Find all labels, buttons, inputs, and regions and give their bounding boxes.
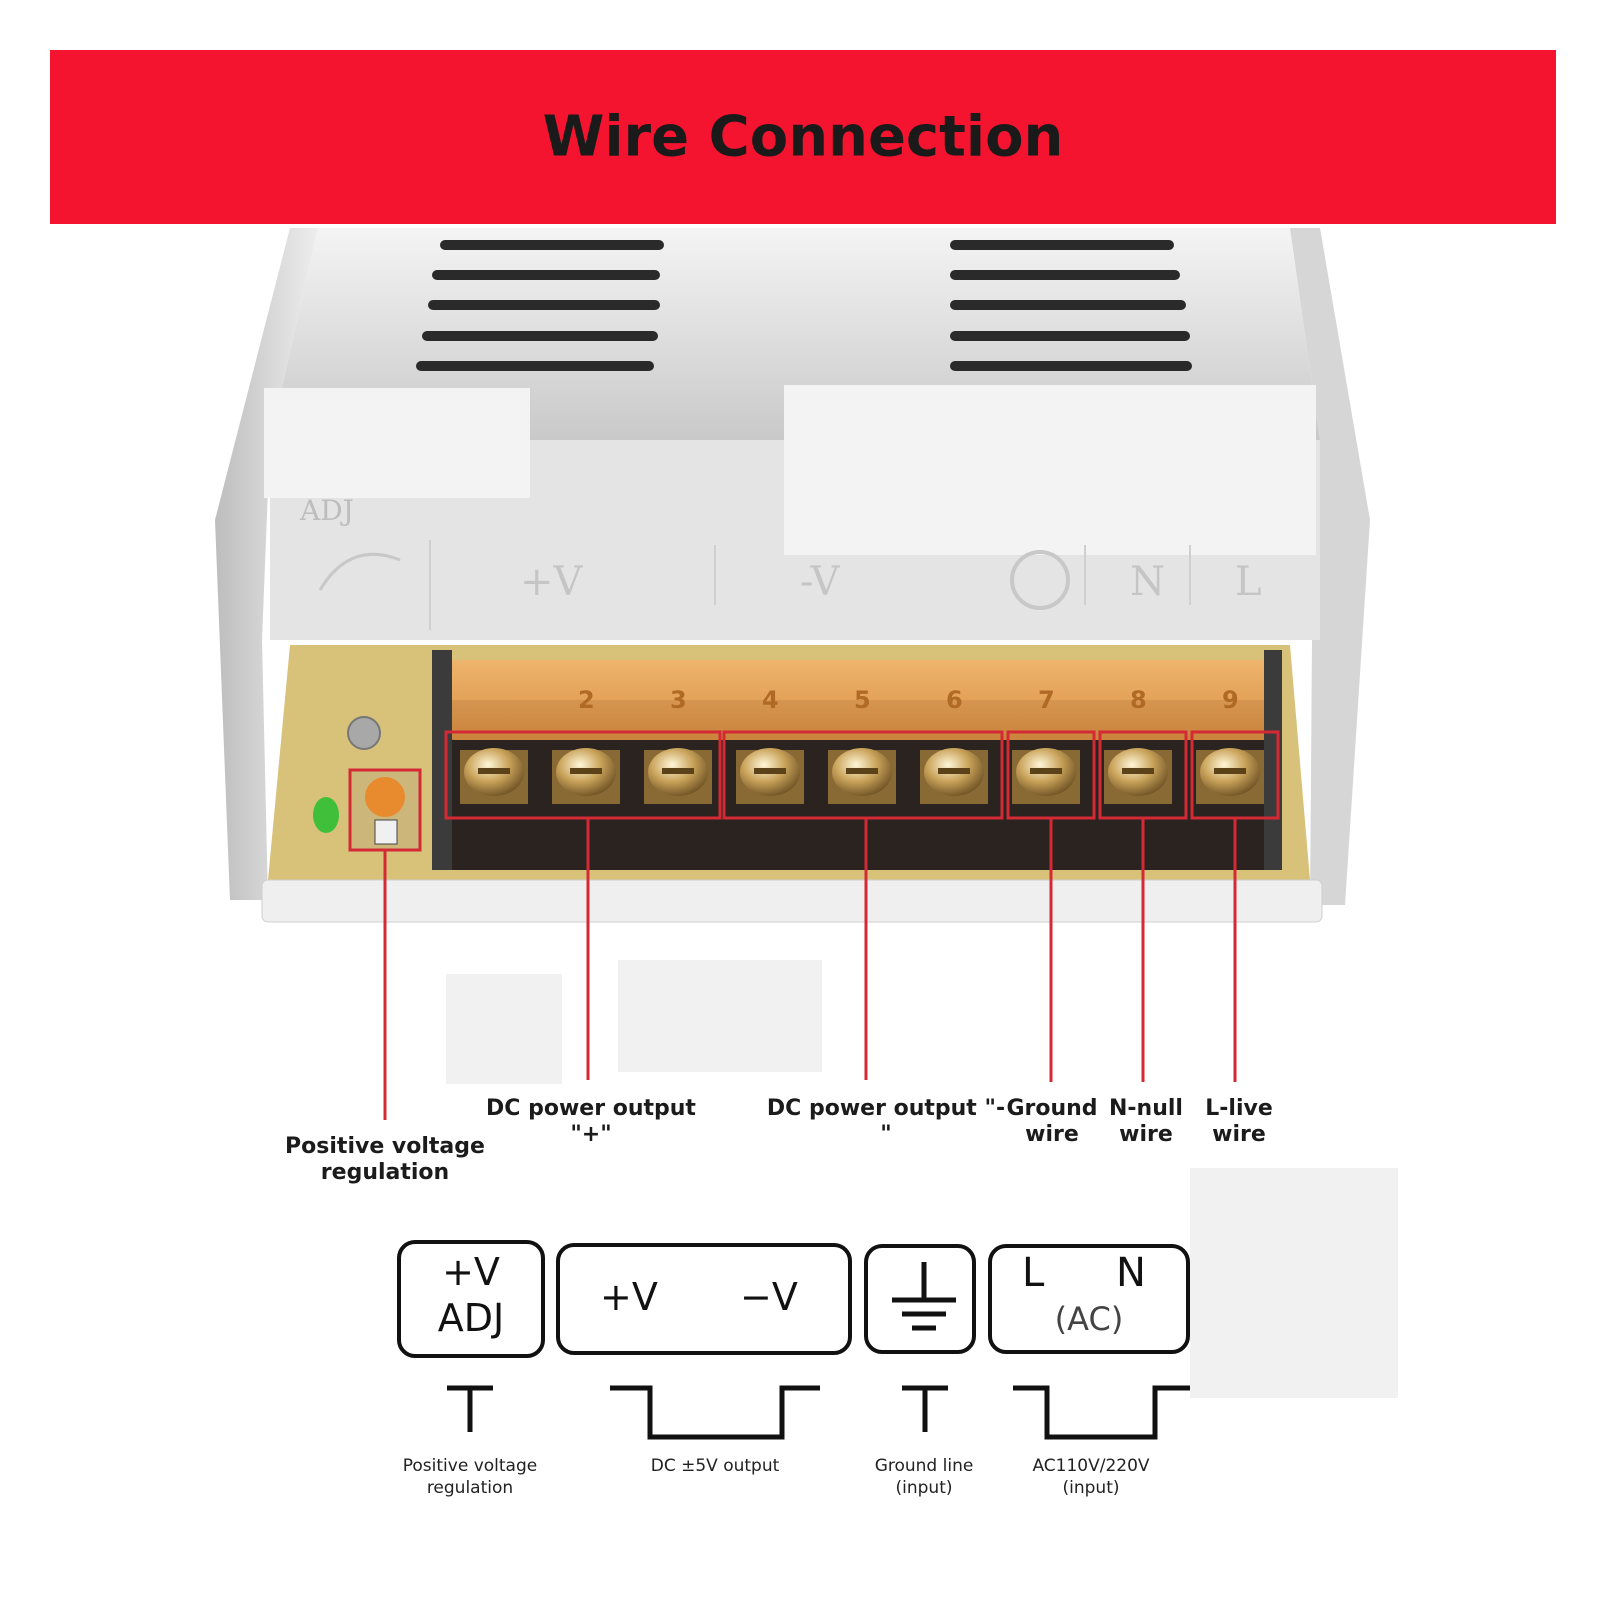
- callout-ground: Ground wire: [1006, 1096, 1098, 1147]
- symbol-adj-box: +V ADJ: [397, 1240, 545, 1358]
- symbol-adj-top: +V: [442, 1250, 500, 1294]
- symbol-dc-plus: +V: [600, 1275, 658, 1319]
- terminal-screw: [1196, 748, 1264, 804]
- blank-patch: [784, 385, 1316, 555]
- blank-patch: [618, 960, 822, 1072]
- panel-marking-n: N: [1130, 559, 1165, 605]
- terminal-number-9: 9: [1222, 686, 1239, 714]
- symbol-dc-box: +V −V: [556, 1243, 852, 1355]
- terminal-number-4: 4: [762, 686, 779, 714]
- highlight-dc-plus: [444, 730, 722, 820]
- terminal-screw: [460, 748, 528, 804]
- panel-marking-l: L: [1235, 559, 1262, 605]
- callout-positive-voltage: Positive voltage regulation: [285, 1134, 485, 1185]
- housing-bottom-rail: [261, 879, 1323, 923]
- panel-ground-mark: [1010, 550, 1070, 610]
- caption-dc: DC ±5V output: [650, 1456, 780, 1476]
- housing-left-wall: [215, 228, 318, 900]
- panel-marking-adj: ADJ: [299, 494, 354, 527]
- terminal-number-8: 8: [1130, 686, 1147, 714]
- vent-slots-left: [416, 240, 664, 371]
- callout-n-null: N-null wire: [1109, 1096, 1183, 1147]
- symbol-dc-minus: −V: [740, 1275, 798, 1319]
- terminal-number-2: 2: [578, 686, 595, 714]
- ground-symbol-icon: [892, 1262, 956, 1331]
- caption-ground: Ground line (input): [874, 1456, 974, 1498]
- blank-patch: [264, 388, 530, 498]
- symbol-ac-box: L N (AC): [988, 1244, 1190, 1354]
- vent-slots-right: [950, 240, 1192, 371]
- terminal-screw: [552, 748, 620, 804]
- blank-patch: [446, 974, 562, 1084]
- terminal-cover: [448, 660, 1278, 740]
- symbol-ac-l: L: [1022, 1250, 1045, 1296]
- callout-dc-minus: DC power output "-": [766, 1096, 1006, 1147]
- bracket-ac: [1013, 1385, 1190, 1440]
- terminal-number-5: 5: [854, 686, 871, 714]
- title-banner: Wire Connection: [50, 50, 1556, 224]
- panel-marking-plus-v: +V: [520, 559, 584, 605]
- blank-patch: [1190, 1168, 1398, 1398]
- pcb-screw: [347, 716, 381, 750]
- symbol-adj-bottom: ADJ: [437, 1296, 505, 1340]
- terminal-screw: [736, 748, 804, 804]
- terminal-screw: [920, 748, 988, 804]
- housing-right-wall: [1290, 228, 1370, 905]
- callout-l-live: L-live wire: [1205, 1096, 1273, 1147]
- caption-ac: AC110V/220V (input): [1032, 1456, 1150, 1498]
- symbol-ac-n: N: [1116, 1250, 1146, 1296]
- terminal-screw: [1104, 748, 1172, 804]
- highlight-dc-minus: [722, 730, 1004, 820]
- panel-marking-minus-v: -V: [800, 559, 841, 605]
- symbol-ac-sub: (AC): [1054, 1300, 1124, 1338]
- panel-adj-arc: [318, 552, 401, 591]
- terminal-number-7: 7: [1038, 686, 1055, 714]
- callout-dc-plus: DC power output "+": [486, 1096, 696, 1147]
- terminal-screw: [644, 748, 712, 804]
- terminal-screw: [1012, 748, 1080, 804]
- status-led: [313, 797, 339, 833]
- banner-title: Wire Connection: [542, 104, 1064, 170]
- terminal-number-6: 6: [946, 686, 963, 714]
- symbol-ground-box: [864, 1244, 976, 1354]
- terminal-screw: [828, 748, 896, 804]
- bracket-dc: [610, 1385, 820, 1440]
- caption-adj: Positive voltage regulation: [402, 1456, 538, 1498]
- terminal-number-3: 3: [670, 686, 687, 714]
